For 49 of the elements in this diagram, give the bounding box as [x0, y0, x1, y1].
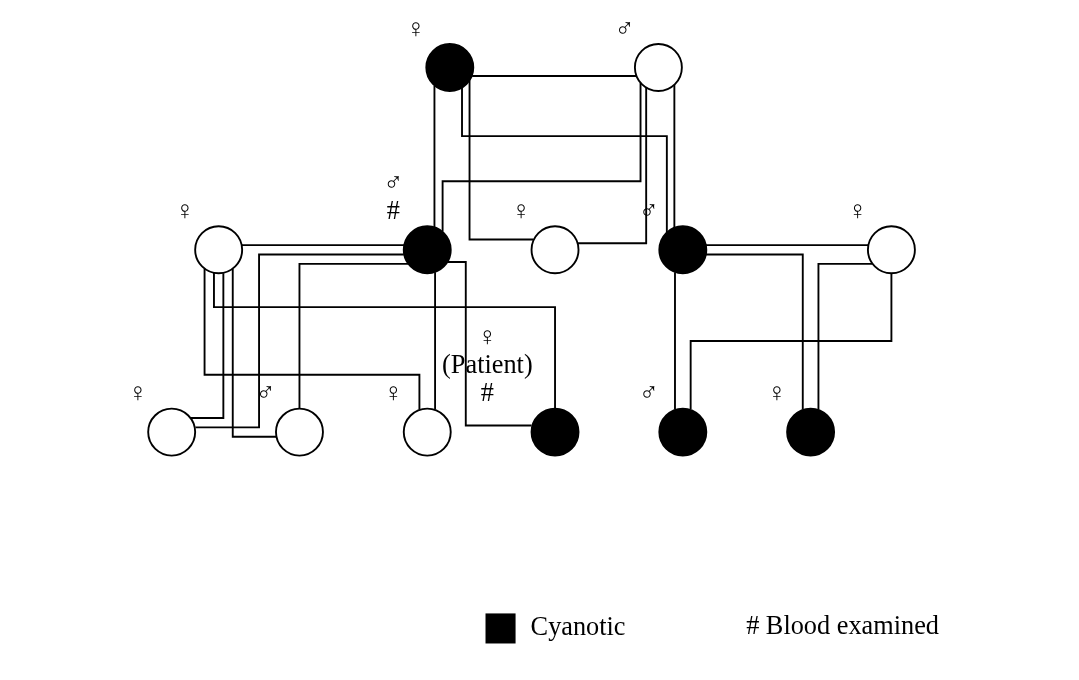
node-label: ♂	[614, 13, 634, 43]
node-circle	[530, 225, 579, 275]
legend-label: # Blood examined	[745, 611, 939, 641]
connector	[203, 267, 420, 411]
node-label: ♂	[638, 378, 659, 408]
connector	[240, 244, 405, 247]
connector	[212, 272, 556, 410]
connector	[704, 244, 869, 247]
node-label: ♀	[766, 378, 787, 408]
connector	[460, 86, 668, 234]
connector	[817, 262, 873, 411]
connector	[433, 84, 435, 229]
node-label: ♀	[383, 378, 403, 408]
node-label: #	[386, 196, 400, 226]
connector	[433, 271, 436, 411]
node-circle	[402, 407, 452, 457]
connector	[689, 272, 892, 410]
node-circle	[657, 407, 707, 457]
node-circle	[146, 407, 196, 457]
node-circle	[866, 225, 916, 275]
node-label: ♂	[383, 167, 403, 197]
connector	[231, 268, 277, 438]
connector	[189, 272, 224, 419]
connector	[673, 271, 676, 411]
connector	[672, 84, 675, 229]
connector	[441, 81, 641, 233]
node-label: ♂	[255, 378, 275, 408]
connector	[576, 86, 647, 245]
node-circle	[274, 407, 324, 457]
connector	[470, 75, 637, 77]
connector	[298, 262, 409, 409]
node-circle	[530, 407, 579, 457]
node-label: ♀	[510, 196, 531, 226]
node-circle	[785, 407, 835, 457]
node-label: ♀	[127, 378, 148, 408]
node-label: ♀	[405, 13, 426, 43]
connector	[468, 79, 534, 241]
legend-label: Cyanotic	[530, 612, 626, 642]
node-circle	[633, 43, 683, 92]
node-label: ♀	[847, 196, 867, 226]
node-circle	[424, 43, 474, 92]
node-circle	[402, 225, 452, 275]
node-circle	[657, 225, 707, 275]
connector	[194, 253, 405, 429]
node-label: ♀	[477, 322, 497, 352]
node-label: #	[480, 378, 494, 408]
node-circle	[193, 225, 243, 275]
connector	[704, 253, 804, 411]
node-label: ♀	[174, 196, 195, 226]
